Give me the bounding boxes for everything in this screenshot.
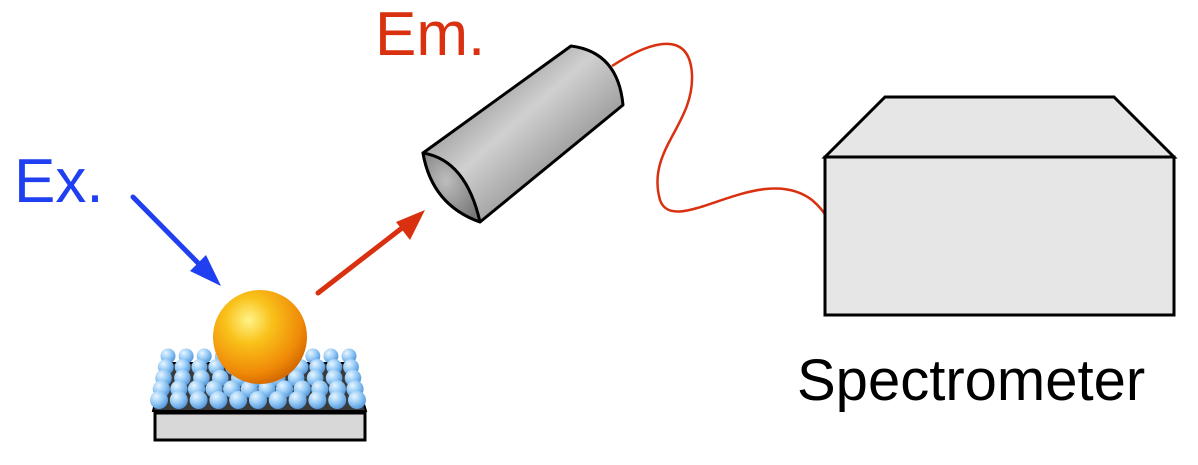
gold-nanoparticle-icon [213,290,307,384]
emission-arrow-icon [315,210,425,296]
excitation-label: Ex. [14,147,104,216]
spectrometer-label: Spectrometer [797,348,1145,413]
substrate-bead [169,391,188,409]
spectrometer-box-icon [821,95,1178,317]
substrate-bead [229,391,248,409]
substrate-bead [209,391,228,409]
substrate-bead [150,391,168,409]
substrate-bead [268,391,287,409]
cylinder-detector-icon [421,44,625,224]
substrate-bead [308,391,327,409]
excitation-arrow-icon [130,194,221,286]
substrate-bead [249,391,267,409]
substrate-bead [288,391,307,409]
substrate-bead [328,391,347,409]
optical-fiber-icon [611,42,836,239]
emission-label: Em. [375,0,485,69]
substrate-bead [348,391,366,409]
substrate-bead [189,391,208,409]
